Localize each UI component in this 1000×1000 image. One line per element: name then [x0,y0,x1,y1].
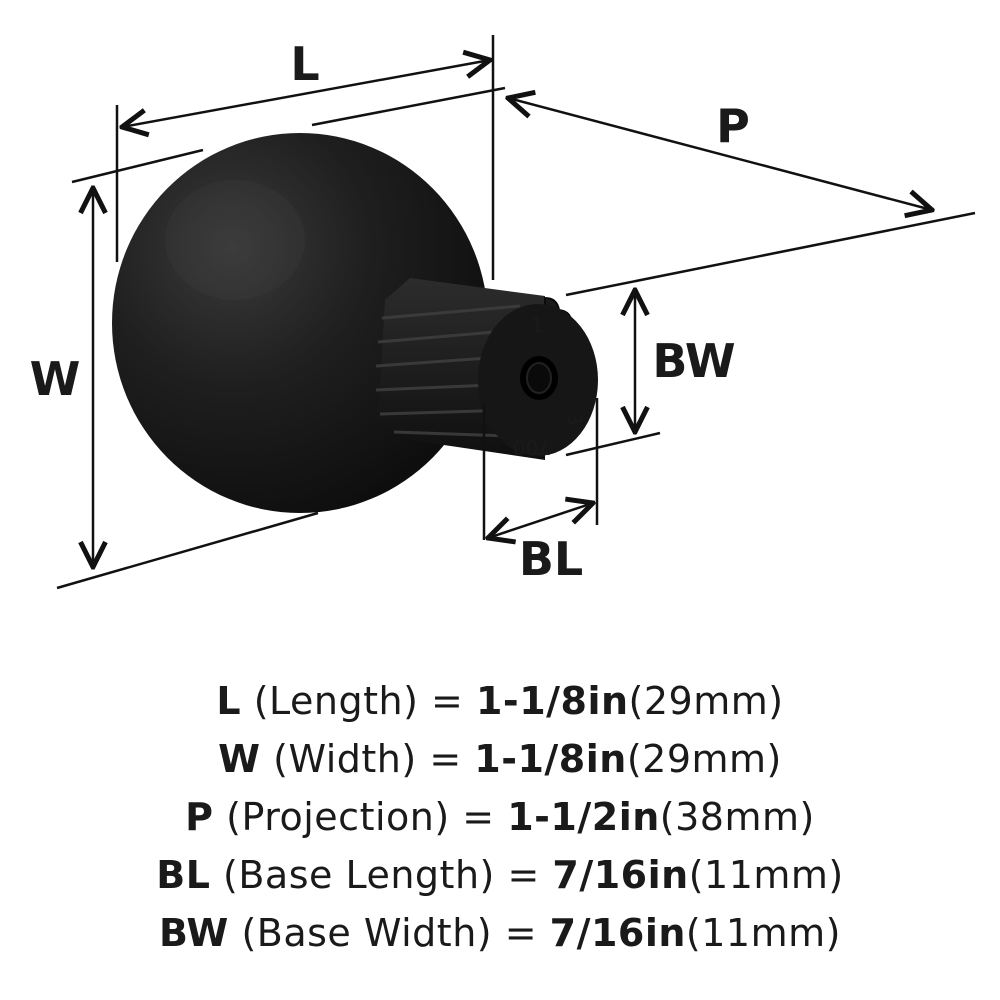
spec-key: W [218,737,261,781]
spec-value-metric: (11mm) [685,911,841,955]
spec-value-imperial: 7/16in [549,911,686,955]
dimension-label-bw: BW [652,334,735,388]
spec-value-imperial: 1-1/8in [474,737,627,781]
dimension-label-bl: BL [519,532,583,586]
spec-name: (Projection) [226,795,450,839]
specification-list: L (Length) = 1-1/8in(29mm) W (Width) = 1… [0,672,1000,962]
spec-key: BL [156,853,211,897]
spec-row-length: L (Length) = 1-1/8in(29mm) [0,672,1000,730]
dimension-arrow-bl [488,503,593,538]
dimension-label-p: P [716,99,750,153]
dimension-label-l: L [290,37,319,91]
spec-key: P [185,795,214,839]
spec-key: BW [159,911,229,955]
spec-equals: = [462,795,495,839]
spec-name: (Length) [253,679,419,723]
spec-row-projection: P (Projection) = 1-1/2in(38mm) [0,788,1000,846]
base-marking-code: 700 [513,435,551,459]
spec-equals: = [507,853,540,897]
spec-value-metric: (29mm) [626,737,782,781]
base-marking-top: 1 [531,313,544,337]
dimension-label-w: W [30,352,81,406]
spec-value-metric: (38mm) [659,795,815,839]
spec-name: (Width) [273,737,417,781]
spec-value-metric: (29mm) [628,679,784,723]
spec-row-base-length: BL (Base Length) = 7/16in(11mm) [0,846,1000,904]
spec-value-imperial: 1-1/8in [475,679,629,723]
spec-equals: = [431,679,464,723]
knob-dimension-diagram: 1 3 700 L W P BW BL [30,35,976,590]
dimension-arrow-p [508,98,932,210]
spec-value-metric: (11mm) [688,853,844,897]
knob-base: 1 3 700 [375,278,598,460]
dimension-arrow-l [122,60,490,127]
spec-key: L [216,679,242,723]
spec-name: (Base Width) [241,911,493,955]
spec-name: (Base Length) [223,853,495,897]
spec-value-imperial: 7/16in [552,853,689,897]
spec-equals: = [504,911,538,955]
base-marking-side: 3 [562,410,588,427]
spec-row-width: W (Width) = 1-1/8in(29mm) [0,730,1000,788]
spec-row-base-width: BW (Base Width) = 7/16in(11mm) [0,904,1000,962]
spec-equals: = [429,737,462,781]
spec-value-imperial: 1-1/2in [507,795,660,839]
